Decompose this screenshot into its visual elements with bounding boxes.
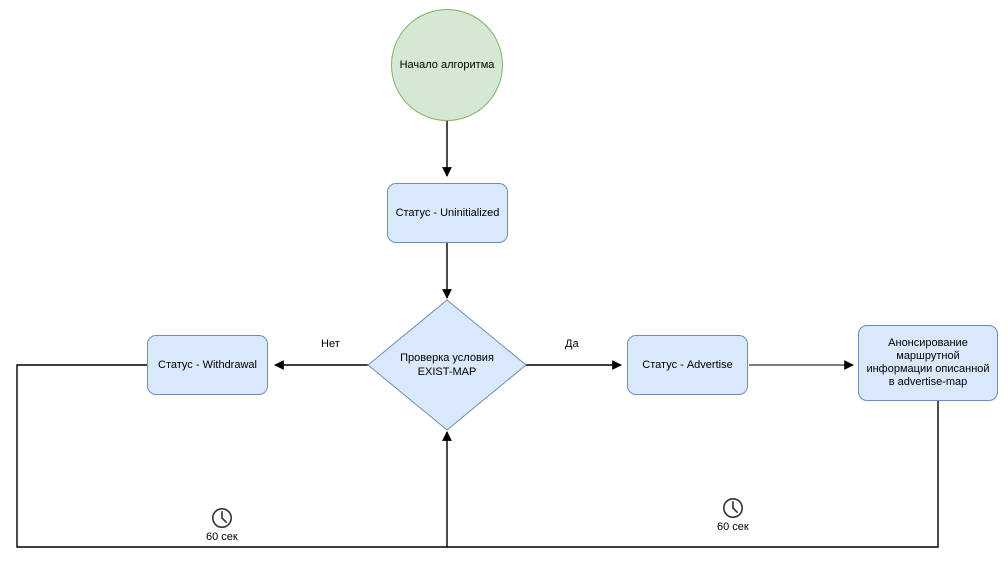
node-decision-exist-map[interactable]: Проверка условия EXIST-MAP [367, 299, 527, 431]
node-decision-exist-map-label: Проверка условия EXIST-MAP [400, 352, 494, 378]
node-status-uninitialized[interactable]: Статус - Uninitialized [387, 183, 508, 243]
timer-left-label: 60 сек [206, 531, 238, 543]
edge-label-no: Нет [318, 338, 343, 350]
clock-icon [211, 507, 233, 529]
edge-withdrawal-loop-back [16, 364, 452, 548]
node-announce-advertise-map[interactable]: Анонсирование маршрутной информации опис… [858, 325, 998, 401]
node-status-advertise-label: Статус - Advertise [642, 358, 733, 371]
node-status-withdrawal-label: Статус - Withdrawal [158, 358, 257, 371]
edge-announce-loop-back [447, 400, 939, 548]
node-status-advertise[interactable]: Статус - Advertise [627, 335, 748, 395]
timer-right: 60 сек [713, 496, 753, 534]
node-status-withdrawal[interactable]: Статус - Withdrawal [147, 335, 268, 395]
timer-right-label: 60 сек [717, 521, 749, 533]
node-announce-advertise-map-label: Анонсирование маршрутной информации опис… [866, 337, 990, 388]
node-start-label: Начало алгоритма [399, 58, 495, 71]
decision-diamond-shape [367, 299, 527, 431]
node-status-uninitialized-label: Статус - Uninitialized [395, 206, 500, 219]
edge-label-yes: Да [562, 338, 582, 350]
clock-icon [722, 497, 744, 519]
node-start[interactable]: Начало алгоритма [391, 9, 503, 121]
timer-left: 60 сек [202, 506, 242, 544]
